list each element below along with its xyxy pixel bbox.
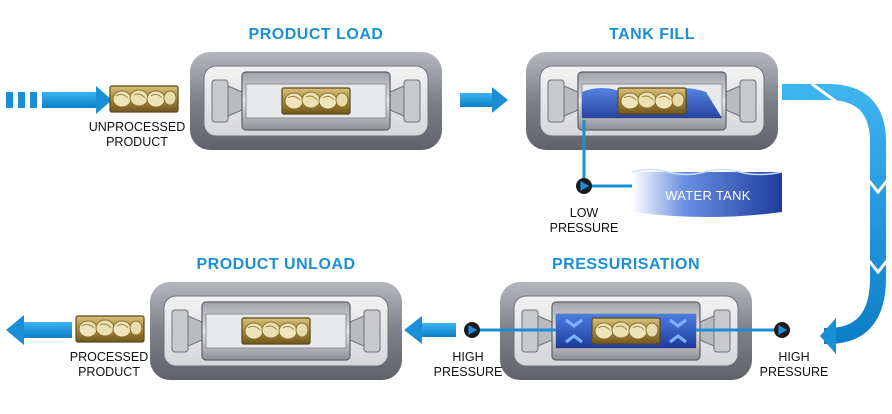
tank-fill-vessel xyxy=(525,51,779,151)
pressurisation-vessel xyxy=(499,281,753,381)
product-unload-vessel xyxy=(149,281,403,381)
high-pressure-right-line2: PRESSURE xyxy=(759,365,829,379)
high-pressure-left-line2: PRESSURE xyxy=(433,365,503,379)
stage-title-pressurisation: PRESSURISATION xyxy=(551,256,701,273)
unprocessed-label-line2: PRODUCT xyxy=(106,135,168,149)
low-pressure-label: LOW PRESSURE xyxy=(544,206,624,236)
unprocessed-product-label: UNPROCESSED PRODUCT xyxy=(82,120,192,150)
stage-title-product-load: PRODUCT LOAD xyxy=(248,26,384,43)
stage-title-product-unload: PRODUCT UNLOAD xyxy=(196,256,356,273)
low-pressure-line1: LOW xyxy=(569,206,599,220)
water-tank xyxy=(631,168,783,217)
pressurise-to-unload-arrow xyxy=(404,316,456,344)
output-conveyor-arrow xyxy=(6,315,72,345)
high-pressure-pump-left-icon xyxy=(464,322,480,338)
input-conveyor-arrow xyxy=(6,86,112,114)
low-pressure-pump-icon xyxy=(576,178,592,194)
processed-label-line1: PROCESSED xyxy=(69,350,149,364)
unprocessed-product-pack xyxy=(109,85,179,113)
processed-label-line2: PRODUCT xyxy=(78,365,140,379)
product-load-vessel xyxy=(189,51,443,151)
high-pressure-pump-right-icon xyxy=(774,322,790,338)
unprocessed-label-line1: UNPROCESSED xyxy=(88,120,186,134)
return-conveyor-arrow xyxy=(782,82,892,354)
high-pressure-left-line1: HIGH xyxy=(452,350,484,364)
processed-product-pack xyxy=(75,315,145,343)
high-pressure-left-label: HIGH PRESSURE xyxy=(428,350,508,380)
low-pressure-line2: PRESSURE xyxy=(549,221,619,235)
high-pressure-right-line1: HIGH xyxy=(778,350,810,364)
high-pressure-right-label: HIGH PRESSURE xyxy=(754,350,834,380)
load-to-fill-arrow xyxy=(460,87,508,113)
water-tank-label: WATER TANK xyxy=(665,188,751,203)
stage-title-tank-fill: TANK FILL xyxy=(609,26,695,43)
processed-product-label: PROCESSED PRODUCT xyxy=(54,350,164,380)
